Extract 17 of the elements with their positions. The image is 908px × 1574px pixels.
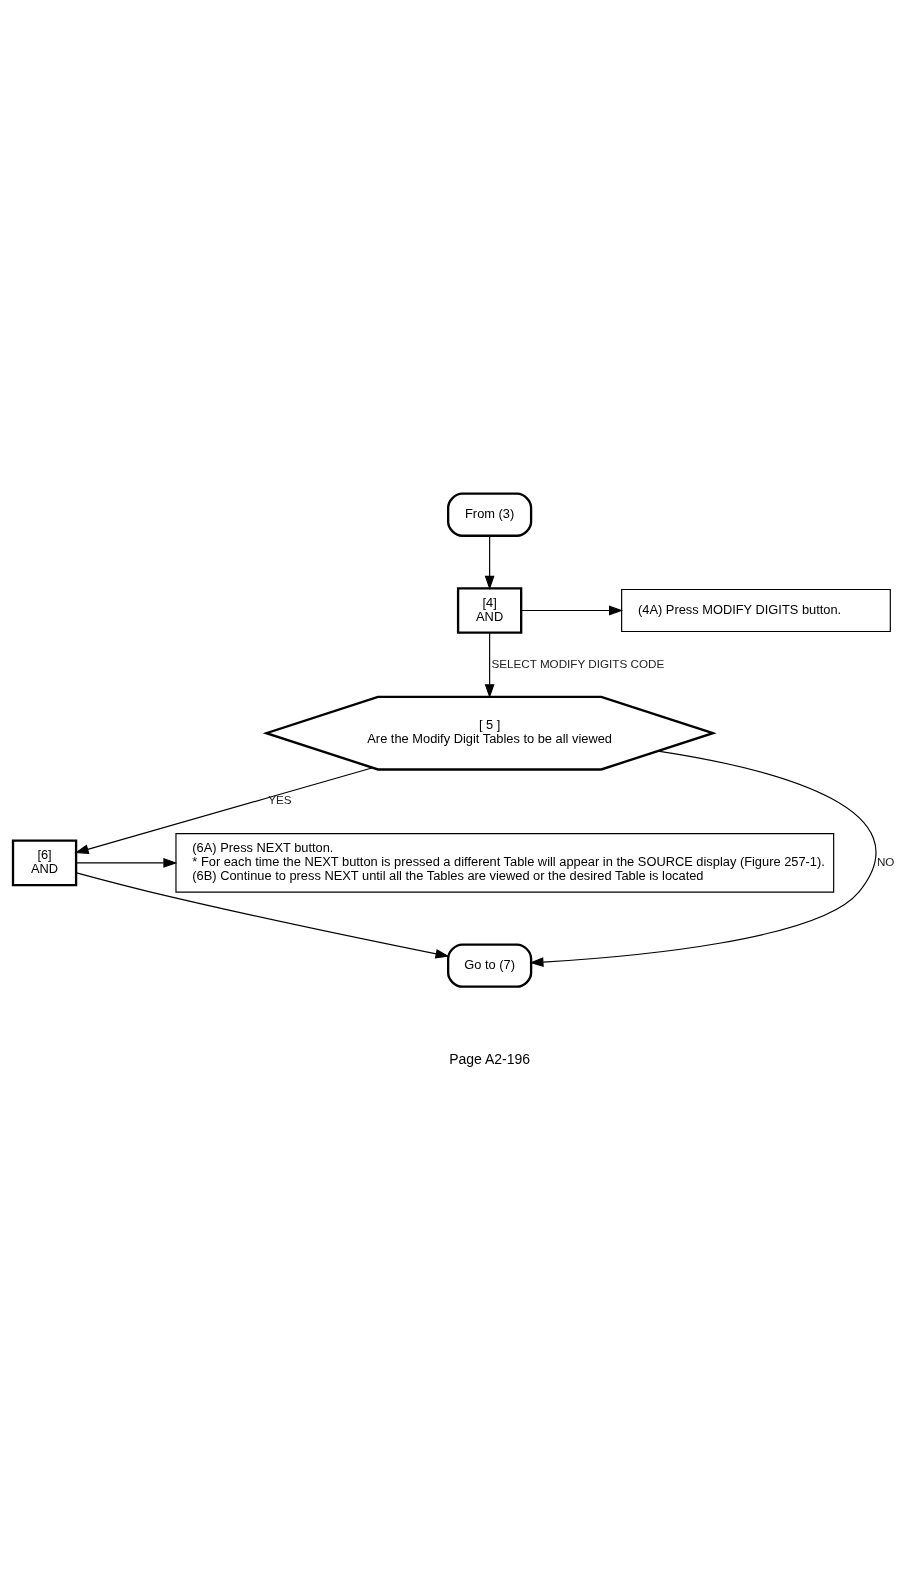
arrow [484, 535, 495, 590]
arrow [529, 750, 877, 967]
node-box: Go to (7) [447, 943, 533, 988]
node-box: From (3) [447, 492, 533, 537]
node-box: (6A) Press NEXT button. * For each time the NEXT button is pressed a different Table will appear in the SOURCE display (Figure 257-1). (6B) Continue to press NEXT until all the Tables are viewed or the desired Table is located [175, 832, 835, 893]
node-box: [6] AND [11, 839, 78, 886]
label: Page A2-196 [449, 1050, 531, 1067]
edge-label: YES [268, 792, 292, 806]
edge-label: NO [876, 854, 895, 868]
arrow [74, 766, 374, 854]
arrow [75, 871, 450, 959]
node-box: (4A) Press MODIFY DIGITS button. [621, 588, 891, 632]
arrow [484, 632, 495, 698]
arrow [75, 857, 178, 868]
node-box: [4] AND [456, 586, 523, 634]
arrow [520, 605, 624, 615]
edge-label: SELECT MODIFY DIGITS CODE [491, 656, 665, 670]
